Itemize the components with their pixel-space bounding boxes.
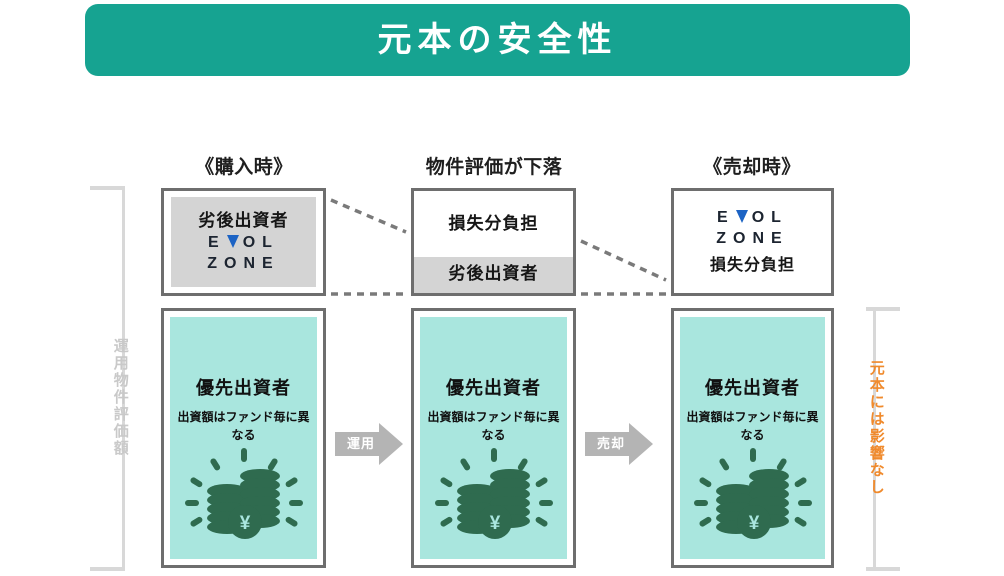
logo-letter-l-b: L: [771, 208, 788, 226]
svg-text:¥: ¥: [748, 513, 759, 534]
loss-share-label: 損失分負担: [448, 213, 539, 233]
arrow-operate-label: 運用: [346, 436, 375, 451]
arrow-sell-label: 売却: [596, 436, 625, 451]
right-bracket-line: [873, 307, 876, 571]
right-axis-label: 元本には影響なし: [867, 360, 885, 496]
priority-investor-panel-1: 優先出資者 出資額はファンド毎に異なる: [170, 317, 317, 559]
coin-stack-yen-icon-3: ¥: [693, 446, 812, 547]
coin-stack-yen-icon-1: ¥: [184, 446, 303, 547]
subordinated-investor-label: 劣後出資者: [198, 211, 289, 231]
logo-letter-e-b: E: [717, 208, 735, 226]
top-box-decline: 損失分負担 劣後出資者: [411, 188, 576, 296]
logo-line-2-b: ZONE: [716, 229, 789, 247]
priority-investor-subtitle-3: 出資額はファンド毎に異なる: [686, 409, 819, 442]
column-caption-decline: 物件評価が下落: [425, 157, 563, 178]
logo-letter-o: O: [242, 233, 263, 251]
priority-investor-panel-2: 優先出資者 出資額はファンド毎に異なる: [420, 317, 567, 559]
page-title: 元本の安全性: [377, 21, 618, 59]
column-caption-sale: 《売却時》: [703, 157, 801, 178]
priority-investor-title-2: 優先出資者: [446, 378, 541, 398]
right-bracket-bottom: [866, 567, 900, 571]
svg-text:¥: ¥: [489, 513, 500, 534]
priority-investor-title-3: 優先出資者: [705, 378, 800, 398]
header-banner: 元本の安全性: [85, 4, 910, 76]
arrow-operate: 運用: [335, 423, 403, 465]
subordinated-band: 劣後出資者: [414, 257, 573, 293]
logo-letter-l: L: [262, 233, 279, 251]
left-axis-label: 運用物件評価額: [111, 338, 129, 457]
logo-letter-o-b: O: [751, 208, 772, 226]
logo-line-2: ZONE: [207, 254, 280, 272]
column-caption-purchase: 《購入時》: [195, 157, 293, 178]
loss-share-label-2: 損失分負担: [709, 256, 795, 274]
bottom-box-purchase: 優先出資者 出資額はファンド毎に異なる: [161, 308, 326, 568]
loss-share-area: 損失分負担: [414, 191, 573, 257]
priority-investor-subtitle-2: 出資額はファンド毎に異なる: [427, 409, 560, 442]
priority-investor-subtitle-1: 出資額はファンド毎に異なる: [177, 409, 310, 442]
left-bracket-bottom: [90, 567, 124, 571]
subordinated-investor-label-2: 劣後出資者: [448, 264, 539, 284]
arrow-sell: 売却: [585, 423, 653, 465]
logo-triangle-icon: [226, 235, 239, 249]
left-bracket-line: [122, 186, 125, 571]
bottom-box-decline: 優先出資者 出資額はファンド毎に異なる: [411, 308, 576, 568]
left-bracket-top: [90, 186, 124, 190]
svg-text:¥: ¥: [239, 513, 250, 534]
priority-investor-panel-3: 優先出資者 出資額はファンド毎に異なる: [680, 317, 825, 559]
logo-letter-e: E: [208, 233, 226, 251]
priority-investor-title-1: 優先出資者: [196, 378, 291, 398]
coin-stack-yen-icon-2: ¥: [434, 446, 553, 547]
bottom-box-sale: 優先出資者 出資額はファンド毎に異なる: [671, 308, 834, 568]
logo-triangle-icon-2: [735, 210, 748, 224]
right-bracket-top: [866, 307, 900, 311]
